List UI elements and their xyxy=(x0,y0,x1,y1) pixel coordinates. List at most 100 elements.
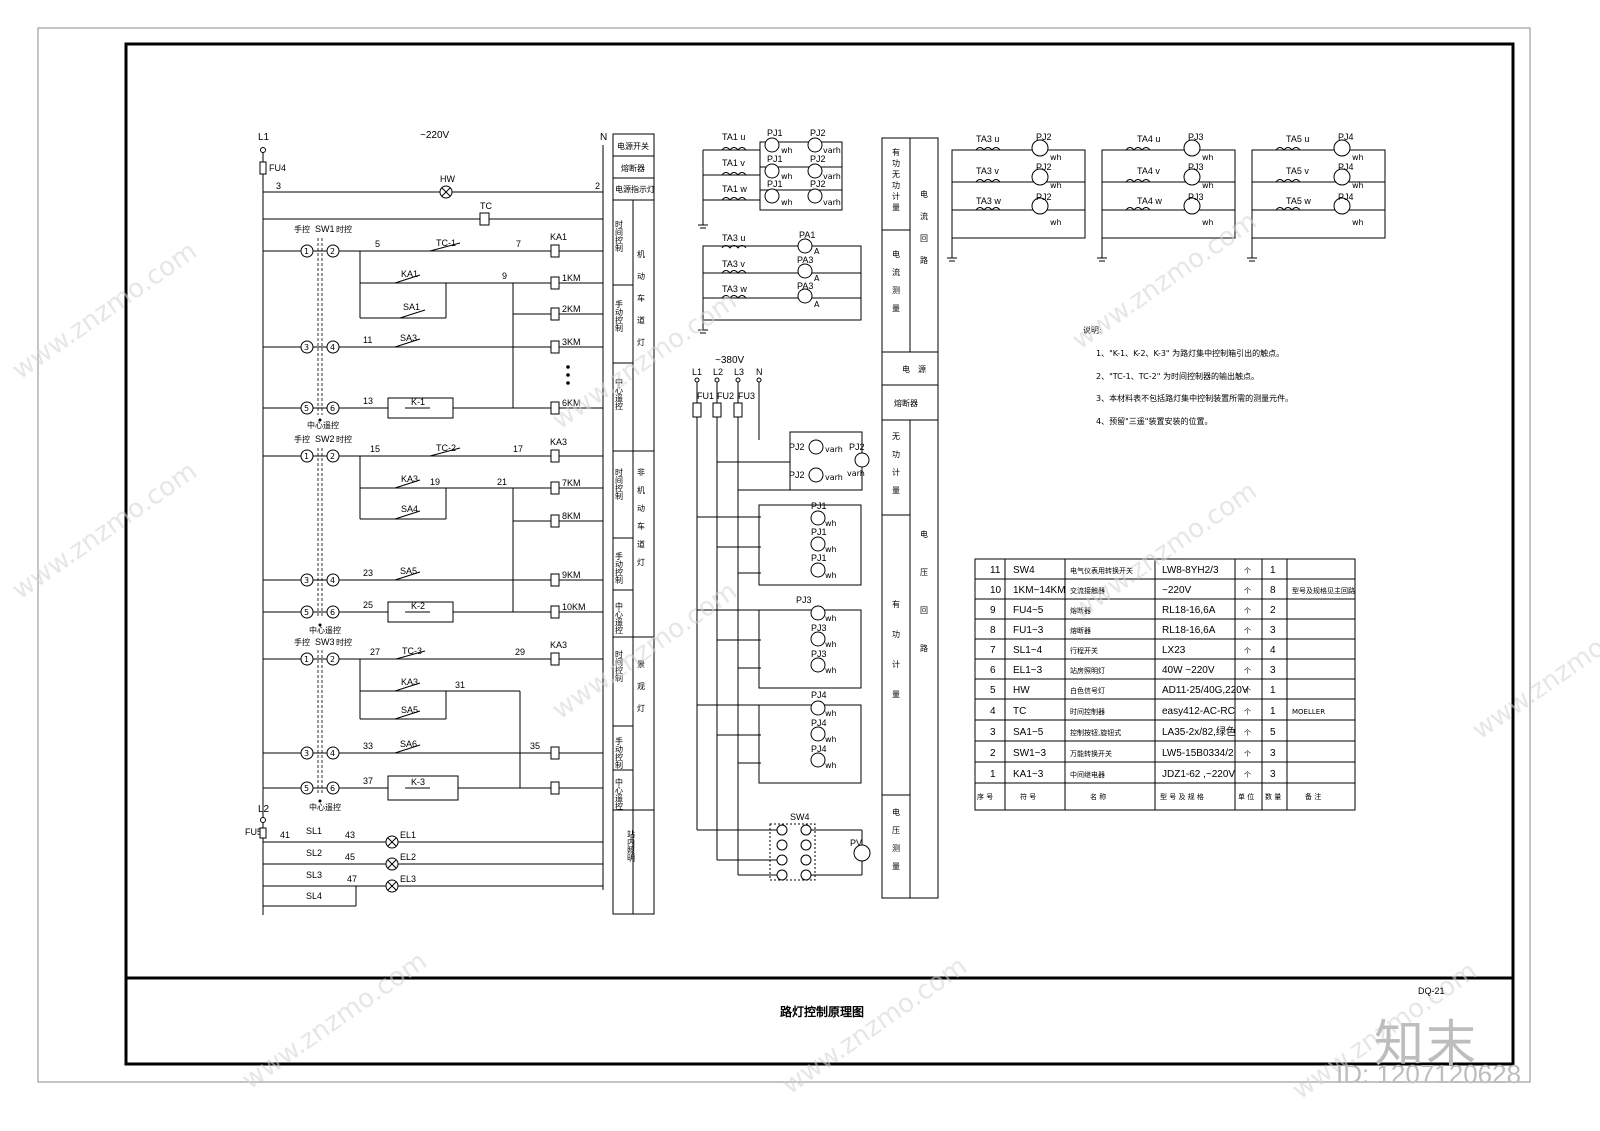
bom-cell: 1 xyxy=(1270,565,1276,576)
bom-header-cell: 名 称 xyxy=(1090,792,1106,801)
svg-text:43: 43 xyxy=(345,830,355,840)
svg-text:4: 4 xyxy=(330,343,335,352)
svg-text:TA3 v: TA3 v xyxy=(976,166,999,176)
bom-cell: 个 xyxy=(1244,687,1251,695)
watermark-layer: www.znzmo.com www.znzmo.com www.znzmo.co… xyxy=(7,206,1600,1106)
bom-cell: 3 xyxy=(990,727,996,738)
svg-text:SW2: SW2 xyxy=(315,434,335,444)
svg-text:PJ2: PJ2 xyxy=(810,128,826,138)
svg-text:17: 17 xyxy=(513,444,523,454)
bom-cell: 8 xyxy=(1270,585,1276,596)
drawing-title: 路灯控制原理图 xyxy=(780,1005,865,1019)
svg-text:时控: 时控 xyxy=(336,637,352,647)
svg-text:wh: wh xyxy=(1050,181,1062,190)
function-label-column: 电源开关 熔断器 电源指示灯 时间控制 手动控制 中心遥控 时间控制 手动控制 … xyxy=(612,133,655,915)
svg-text:2KM: 2KM xyxy=(562,304,581,314)
svg-text:KA3: KA3 xyxy=(401,677,418,687)
svg-text:1KM: 1KM xyxy=(562,273,581,283)
bom-cell: 熔断器 xyxy=(1070,606,1091,615)
svg-text:TA3 u: TA3 u xyxy=(976,134,999,144)
svg-text:PJ2: PJ2 xyxy=(849,442,865,452)
bom-cell: 个 xyxy=(1244,729,1251,737)
svg-text:PJ3: PJ3 xyxy=(1188,132,1204,142)
svg-text:TA4 v: TA4 v xyxy=(1137,166,1160,176)
svg-text:SW3: SW3 xyxy=(315,637,335,647)
svg-text:TC-2: TC-2 xyxy=(436,443,456,453)
svg-text:PJ4: PJ4 xyxy=(811,690,827,700)
svg-text:PJ2: PJ2 xyxy=(810,154,826,164)
svg-text:3: 3 xyxy=(304,576,309,585)
bom-cell: 2 xyxy=(1270,605,1276,616)
svg-text:中心遥控: 中心遥控 xyxy=(615,601,624,635)
notes-heading: 说明: xyxy=(1083,325,1102,335)
svg-text:电源: 电源 xyxy=(902,364,934,374)
svg-text:SA4: SA4 xyxy=(401,504,418,514)
svg-text:EL3: EL3 xyxy=(400,874,416,884)
svg-text:23: 23 xyxy=(363,568,373,578)
bom-cell: 4 xyxy=(1270,645,1276,656)
bom-cell: MOELLER xyxy=(1292,708,1325,716)
svg-text:A: A xyxy=(814,300,820,309)
svg-text:时间控制: 时间控制 xyxy=(615,649,624,683)
bom-cell: AD11-25/40G,220V xyxy=(1162,685,1249,696)
svg-text:5: 5 xyxy=(304,404,309,413)
svg-text:手动控制: 手动控制 xyxy=(615,299,624,333)
svg-text:TA3 v: TA3 v xyxy=(722,259,745,269)
hw-label: HW xyxy=(440,174,455,184)
svg-text:PA3: PA3 xyxy=(797,255,813,265)
voltmeter-icon xyxy=(853,844,871,862)
svg-text:wh: wh xyxy=(825,640,837,649)
bom-cell: 2 xyxy=(990,748,996,759)
bom-cell: 个 xyxy=(1244,607,1251,615)
svg-text:wh: wh xyxy=(781,172,793,181)
svg-text:varh: varh xyxy=(823,146,841,155)
svg-text:10KM: 10KM xyxy=(562,602,586,612)
svg-text:站内照明: 站内照明 xyxy=(627,829,636,863)
bom-cell: 1 xyxy=(1270,685,1276,696)
bom-cell: 个 xyxy=(1244,647,1251,655)
bom-cell: 交流接触器 xyxy=(1070,586,1105,595)
bom-cell: 型号及规格见主回路 xyxy=(1292,586,1355,595)
svg-text:FU2: FU2 xyxy=(717,391,734,401)
bom-header-cell: 数 量 xyxy=(1265,792,1281,801)
brand-logo: 知末 xyxy=(1374,1015,1478,1073)
bom-cell: 白色信号灯 xyxy=(1070,686,1105,695)
svg-text:~380V: ~380V xyxy=(715,355,745,366)
bom-cell: 1 xyxy=(990,769,996,780)
note-1: 1、"K-1、K-2、K-3" 为路灯集中控制箱引出的触点。 xyxy=(1096,348,1284,358)
svg-text:PJ4: PJ4 xyxy=(811,718,827,728)
bom-cell: 11 xyxy=(990,565,1001,576)
bom-cell: 1 xyxy=(1270,706,1276,717)
bom-cell: 个 xyxy=(1244,587,1251,595)
tc-label: TC xyxy=(480,201,492,211)
svg-text:2: 2 xyxy=(330,247,335,256)
bom-cell: LW5-15B0334/2 xyxy=(1162,748,1234,759)
outer-frame xyxy=(37,27,1531,1083)
svg-text:电源开关: 电源开关 xyxy=(617,141,649,151)
svg-text:FU1: FU1 xyxy=(697,391,714,401)
svg-text:3: 3 xyxy=(304,749,309,758)
svg-text:3: 3 xyxy=(304,343,309,352)
svg-text:PJ3: PJ3 xyxy=(1188,192,1204,202)
bom-cell: JDZ1-62 ,~220V xyxy=(1162,769,1235,780)
svg-text:K-1: K-1 xyxy=(411,397,425,407)
svg-text:中心遥控: 中心遥控 xyxy=(615,377,624,411)
svg-text:19: 19 xyxy=(430,477,440,487)
bom-cell: 个 xyxy=(1244,708,1251,716)
svg-text:手动控制: 手动控制 xyxy=(615,736,624,770)
bom-header-cell: 符 号 xyxy=(1020,792,1036,801)
svg-text:15: 15 xyxy=(370,444,380,454)
svg-text:A: A xyxy=(814,274,820,283)
bom-cell: 行程开关 xyxy=(1070,646,1098,655)
drawing-code: DQ-21 xyxy=(1418,986,1445,996)
bom-cell: 控制按钮,旋钮式 xyxy=(1070,728,1121,737)
fu4-label: FU4 xyxy=(269,163,286,173)
bom-cell: 3 xyxy=(1270,769,1276,780)
bom-cell: 9 xyxy=(990,605,996,616)
svg-text:EL1: EL1 xyxy=(400,830,416,840)
svg-text:FU5: FU5 xyxy=(245,827,262,837)
svg-text:8KM: 8KM xyxy=(562,511,581,521)
svg-text:非机动车道灯: 非机动车道灯 xyxy=(637,467,646,576)
